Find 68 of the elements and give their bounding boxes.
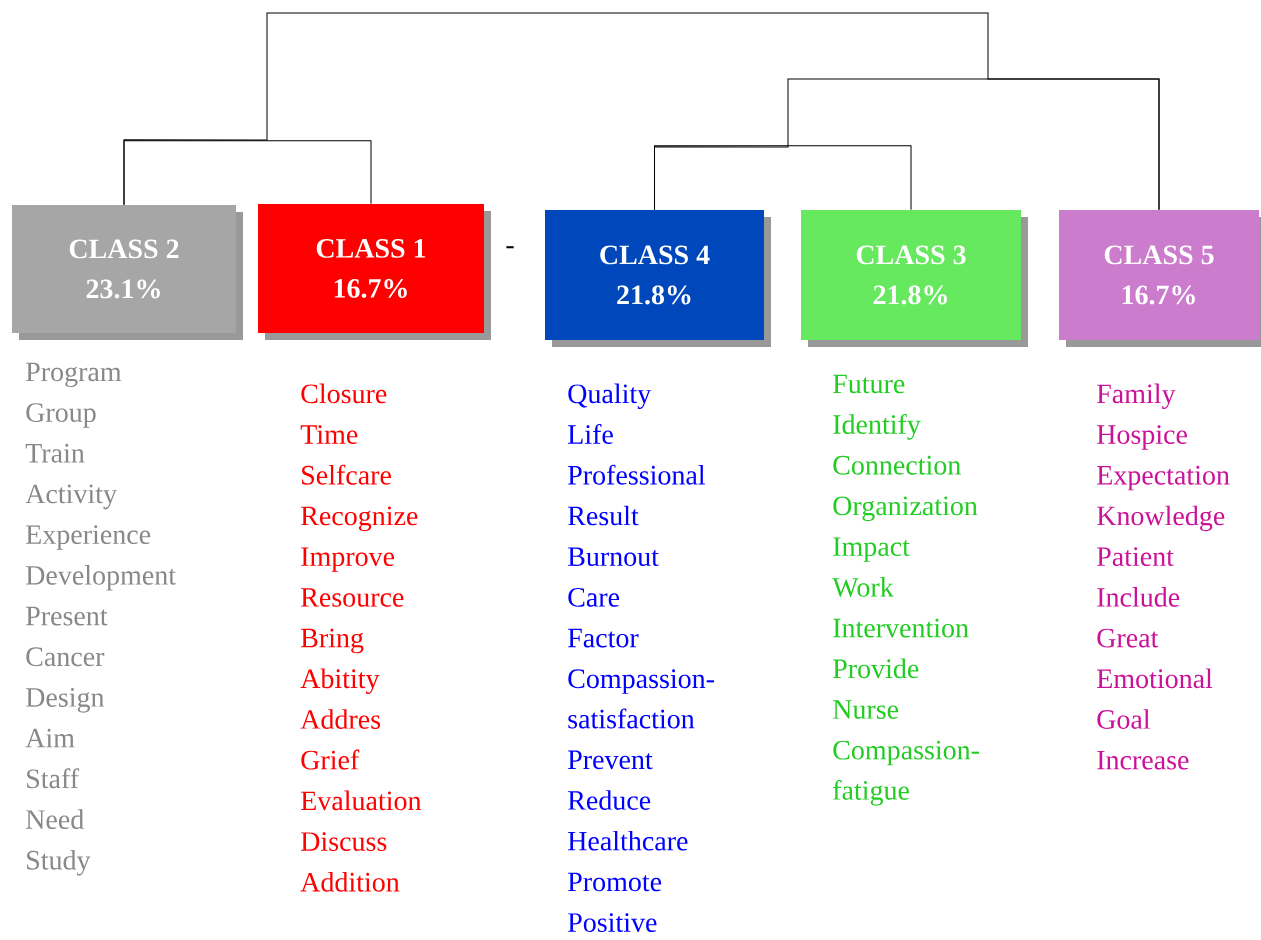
keyword: Evaluation bbox=[301, 790, 422, 811]
keyword: Positive bbox=[568, 913, 657, 932]
keyword: Intervention bbox=[833, 618, 969, 638]
keyword: Recognize bbox=[301, 506, 418, 532]
keyword: Work bbox=[832, 577, 894, 597]
keyword: Development bbox=[26, 565, 176, 591]
keyword: Provide bbox=[833, 658, 919, 679]
keyword: Aim bbox=[25, 728, 75, 748]
keyword: Knowledge bbox=[1097, 505, 1225, 532]
keyword: Factor bbox=[568, 628, 639, 648]
keyword: Family bbox=[1097, 383, 1176, 410]
keyword: Healthcare bbox=[568, 830, 688, 851]
keyword: Bring bbox=[301, 628, 364, 654]
keyword: Improve bbox=[301, 547, 395, 572]
keyword: Life bbox=[568, 424, 613, 444]
keyword: Group bbox=[26, 403, 96, 428]
keyword: Grief bbox=[301, 749, 360, 770]
keyword: Closure bbox=[301, 383, 387, 404]
keyword: Abitity bbox=[300, 668, 380, 694]
keyword: Increase bbox=[1097, 751, 1189, 770]
dendrogram-bracket bbox=[123, 140, 372, 206]
keyword: Hospice bbox=[1097, 425, 1187, 450]
keyword: Present bbox=[26, 606, 108, 626]
keyword: Experience bbox=[26, 525, 151, 550]
keyword: Train bbox=[25, 443, 85, 463]
dendrogram-bracket bbox=[123, 12, 1160, 211]
keyword: Identify bbox=[833, 414, 921, 440]
keyword: Study bbox=[27, 850, 91, 876]
keyword: Quality bbox=[568, 383, 652, 410]
keyword: Patient bbox=[1097, 547, 1174, 567]
keyword: Program bbox=[26, 362, 122, 388]
keyword: Goal bbox=[1097, 709, 1151, 729]
class-box: CLASS 2 23.1% bbox=[12, 205, 243, 340]
keyword: Cancer bbox=[26, 647, 105, 667]
keyword: Include bbox=[1097, 587, 1180, 607]
keyword: Staff bbox=[27, 768, 80, 789]
keyword: Selfcare bbox=[302, 464, 391, 485]
keyword: Future bbox=[833, 374, 905, 394]
keyword: Design bbox=[26, 688, 105, 713]
keyword: Addres bbox=[300, 709, 381, 729]
keyword: Discuss bbox=[301, 832, 387, 851]
class-box: CLASS 1 16.7% bbox=[258, 204, 491, 340]
keyword: Result bbox=[568, 505, 639, 526]
keyword: Professional bbox=[568, 464, 706, 485]
keyword: Impact bbox=[833, 537, 910, 562]
keyword: Promote bbox=[568, 872, 662, 892]
keyword: Expectation bbox=[1097, 465, 1230, 491]
dendrogram-bracket bbox=[654, 145, 912, 211]
keyword: Reduce bbox=[568, 790, 651, 810]
keyword: Nurse bbox=[833, 700, 899, 719]
class-box: CLASS 5 16.7% bbox=[1059, 210, 1261, 347]
class-box: CLASS 4 21.8% bbox=[545, 210, 771, 347]
keyword: Activity bbox=[25, 484, 117, 510]
keyword: Addition bbox=[300, 872, 400, 892]
keyword: Connection bbox=[833, 455, 961, 475]
keyword: Organization bbox=[833, 496, 978, 522]
keyword: Resource bbox=[301, 588, 404, 607]
keyword: Prevent bbox=[568, 750, 653, 770]
keyword: Compassion-satisfaction bbox=[568, 669, 714, 729]
keyword: Emotional bbox=[1097, 668, 1213, 689]
keyword: Burnout bbox=[568, 547, 659, 567]
keyword: Great bbox=[1097, 628, 1159, 648]
class-box: CLASS 3 21.8% bbox=[801, 210, 1028, 347]
keyword: Time bbox=[300, 425, 358, 444]
keyword: Need bbox=[26, 809, 84, 829]
keyword: Compassion-fatigue bbox=[833, 740, 979, 806]
dash-mark: - bbox=[506, 246, 514, 249]
keyword: Care bbox=[568, 587, 620, 607]
